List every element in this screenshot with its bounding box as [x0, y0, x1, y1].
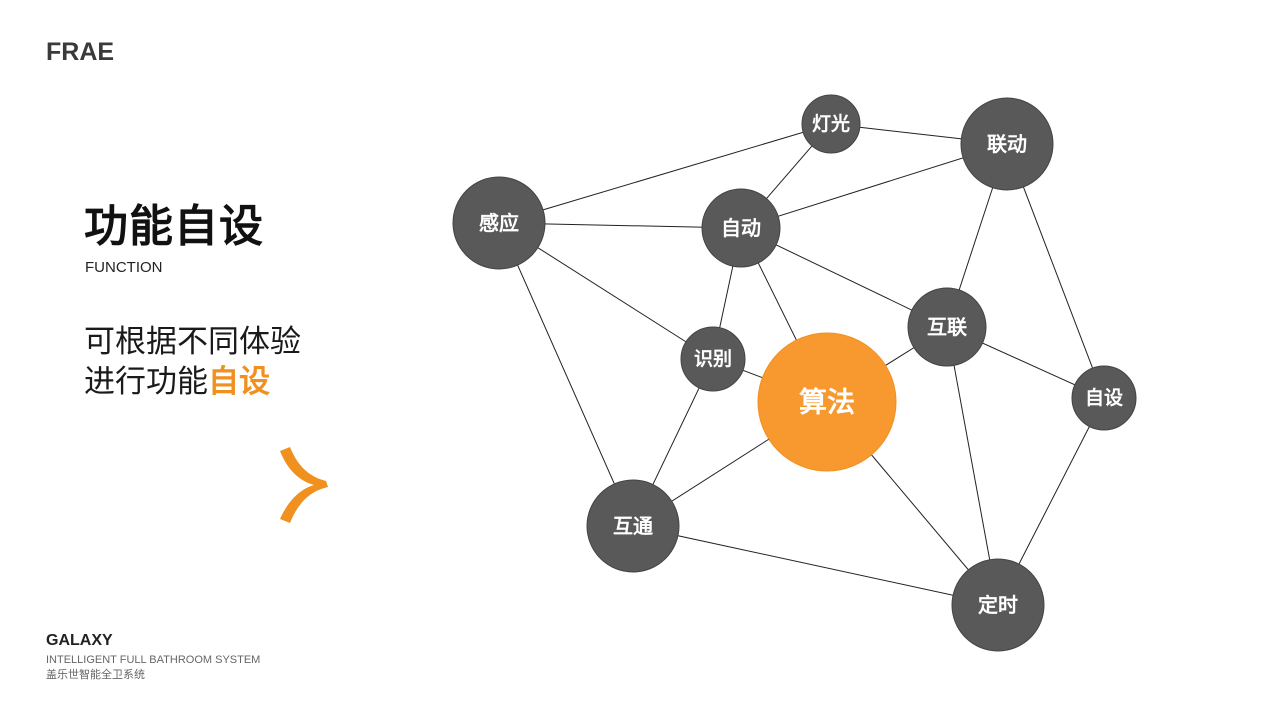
description-plain: 进行功能 [84, 364, 208, 400]
edge-hutong-dingshi [632, 525, 999, 606]
node-circle [960, 97, 1054, 191]
edge-hulian-dingshi [946, 326, 999, 606]
description-highlight: 自设 [208, 364, 270, 400]
description-line-2: 进行功能自设 [84, 362, 301, 402]
footer-brand: GALAXY [46, 632, 113, 649]
node-dengguang: 灯光 [801, 94, 861, 154]
description: 可根据不同体验 进行功能自设 [84, 322, 301, 402]
node-circle [680, 326, 746, 392]
edge-ganying-hutong [498, 222, 634, 527]
node-label: 定时 [978, 593, 1018, 617]
description-line-1: 可根据不同体验 [84, 324, 301, 360]
page-title: 功能自设 [84, 201, 264, 252]
node-dingshi: 定时 [951, 558, 1045, 652]
node-label: 自设 [1085, 386, 1123, 409]
node-suanfa: 算法 [757, 332, 897, 472]
node-zishe: 自设 [1071, 365, 1137, 431]
chevron-right-icon [276, 445, 336, 531]
node-circle [701, 188, 781, 268]
node-label: 联动 [987, 132, 1027, 156]
footer-tagline-en: INTELLIGENT FULL BATHROOM SYSTEM [46, 654, 261, 666]
node-circle [907, 287, 987, 367]
node-circle [1071, 365, 1137, 431]
node-label: 算法 [799, 386, 855, 419]
footer-tagline-cn: 盖乐世智能全卫系统 [46, 669, 145, 681]
node-circle [801, 94, 861, 154]
node-hulian: 互联 [907, 287, 987, 367]
footer: GALAXY INTELLIGENT FULL BATHROOM SYSTEM … [46, 632, 260, 683]
node-label: 互联 [927, 315, 967, 339]
node-hutong: 互通 [586, 479, 680, 573]
node-label: 互通 [613, 514, 653, 538]
edge-ganying-dengguang [498, 123, 832, 224]
node-ganying: 感应 [452, 176, 546, 270]
node-label: 识别 [694, 348, 732, 370]
node-shibie: 识别 [680, 326, 746, 392]
node-circle [757, 332, 897, 472]
node-circle [452, 176, 546, 270]
frae-logo: FRAE [46, 38, 115, 66]
node-circle [951, 558, 1045, 652]
node-liandong: 联动 [960, 97, 1054, 191]
node-circle [586, 479, 680, 573]
node-zidong: 自动 [701, 188, 781, 268]
node-label: 灯光 [812, 112, 850, 135]
page-subtitle: FUNCTION [85, 259, 163, 276]
node-label: 自动 [721, 216, 761, 240]
node-label: 感应 [479, 211, 519, 235]
